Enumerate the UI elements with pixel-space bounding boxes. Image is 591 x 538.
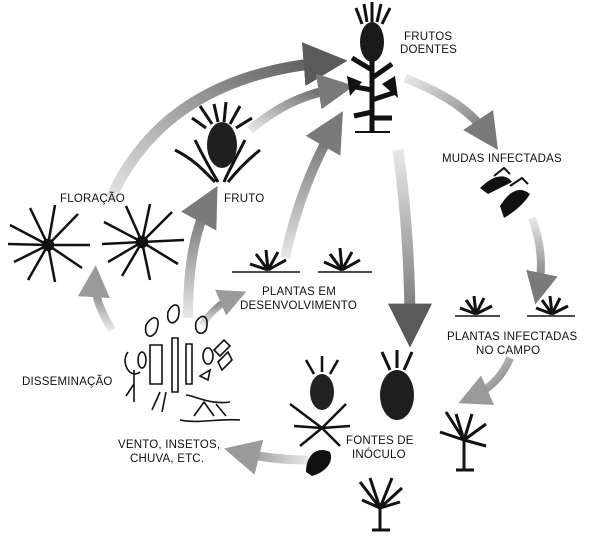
label-fontes-inoculo: FONTES DE INÓCULO <box>346 435 417 461</box>
label-fruto-line1: FRUTO <box>224 193 264 205</box>
label-floracao-line1: FLORAÇÃO <box>60 192 125 205</box>
fruit-plant-icon <box>174 101 261 184</box>
arrow-fontes-to-vento <box>224 439 309 475</box>
labels: FRUTOS DOENTES MUDAS INFECTADAS PLANTAS … <box>22 31 581 465</box>
arrow-disseminacao-to-desenvolvimento <box>199 289 247 327</box>
label-plantas-desenvolvimento-line2: DESENVOLVIMENTO <box>240 300 357 312</box>
arrow-fruto-to-frutos <box>247 73 355 134</box>
label-vento: VENTO, INSETOS, CHUVA, ETC. <box>118 439 224 465</box>
arrow-plantas-to-campo <box>458 356 514 405</box>
stump-plant-icon <box>358 477 404 532</box>
label-frutos-doentes-line1: FRUTOS <box>404 31 452 43</box>
pathogen-spores-icon <box>124 304 241 423</box>
label-plantas-infectadas-line2: NO CAMPO <box>476 345 540 357</box>
label-frutos-doentes-line2: DOENTES <box>400 44 457 56</box>
label-plantas-infectadas-line1: PLANTAS INFECTADAS <box>447 331 577 343</box>
crown-icon <box>306 450 332 476</box>
arrow-mudas-to-plantas <box>526 216 558 305</box>
label-vento-line2: CHUVA, ETC. <box>130 453 204 465</box>
arrow-desenvolvimento-to-frutos <box>280 111 343 260</box>
label-vento-line1: VENTO, INSETOS, <box>118 439 220 451</box>
label-disseminacao: DISSEMINAÇÃO <box>22 375 113 388</box>
diseased-fruit-plant-icon <box>347 2 398 133</box>
infected-seedlings-icon <box>480 166 530 218</box>
label-plantas-desenvolvimento: PLANTAS EM DESENVOLVIMENTO <box>240 286 357 312</box>
label-fontes-inoculo-line2: INÓCULO <box>352 448 406 461</box>
label-plantas-desenvolvimento-line1: PLANTAS EM <box>262 286 336 298</box>
label-disseminacao-line1: DISSEMINAÇÃO <box>22 375 113 388</box>
arrow-disseminacao-to-fruto <box>181 185 218 319</box>
label-mudas-infectadas: MUDAS INFECTADAS <box>442 153 562 165</box>
flowering-plant-icon-right <box>101 203 185 281</box>
infected-field-plant-icon <box>439 411 487 472</box>
label-plantas-infectadas: PLANTAS INFECTADAS NO CAMPO <box>447 331 581 357</box>
flowering-plant-icon-left <box>7 204 90 283</box>
infected-field-plants-icon <box>455 295 575 317</box>
inoculum-plant-icon <box>289 356 351 447</box>
arrow-disseminacao-to-floracao <box>77 265 116 333</box>
label-frutos-doentes: FRUTOS DOENTES <box>400 31 457 56</box>
arrow-floracao-to-frutos <box>104 42 348 203</box>
label-mudas-infectadas-line1: MUDAS INFECTADAS <box>442 153 562 165</box>
arrow-frutos-to-fontes <box>387 149 432 348</box>
cycle-arrows <box>77 42 558 475</box>
seedling-pair-icon <box>232 247 372 273</box>
arrow-frutos-to-mudas <box>403 73 498 150</box>
label-fruto: FRUTO <box>224 193 264 205</box>
pineapple-fruit-icon <box>380 350 414 420</box>
label-fontes-inoculo-line1: FONTES DE <box>346 435 414 447</box>
label-floracao: FLORAÇÃO <box>60 192 125 205</box>
